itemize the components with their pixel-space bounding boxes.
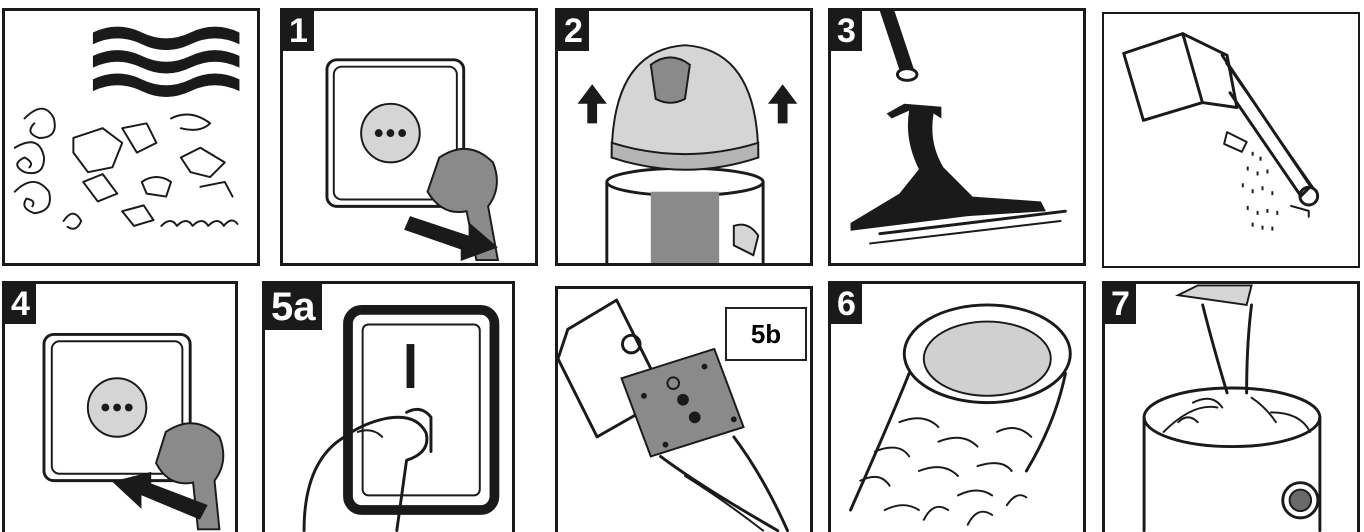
attach-nozzle-illustration	[831, 11, 1083, 263]
step-3-badge: 3	[831, 11, 862, 51]
panel-step-5a: 5a	[262, 281, 515, 532]
rinse-container-illustration	[1105, 284, 1357, 532]
plug-in-illustration	[5, 284, 235, 532]
panel-step-2: 2	[555, 8, 813, 266]
panel-step-1: 1	[280, 8, 538, 266]
step-5b-label: 5b	[725, 307, 807, 361]
wet-dirt-illustration	[5, 11, 257, 263]
panel-step-4: 4	[2, 281, 238, 532]
step-4-badge: 4	[5, 284, 36, 324]
step-5a-badge: 5a	[265, 284, 322, 330]
step-1-badge: 1	[283, 11, 314, 51]
spray-drops	[1242, 152, 1278, 231]
panel-spray	[1102, 12, 1360, 268]
empty-container-illustration	[831, 284, 1083, 532]
panel-wet-dirt	[2, 8, 260, 266]
panel-step-6: 6	[828, 281, 1086, 532]
unplug-illustration	[283, 11, 535, 263]
panel-step-3: 3	[828, 8, 1086, 266]
panel-step-5b: 5b	[555, 286, 813, 532]
spray-nozzle-illustration	[1104, 14, 1358, 266]
remove-lid-illustration	[558, 11, 810, 263]
step-6-badge: 6	[831, 284, 862, 324]
step-7-badge: 7	[1105, 284, 1136, 324]
step-2-badge: 2	[558, 11, 589, 51]
panel-step-7: 7	[1102, 281, 1360, 532]
